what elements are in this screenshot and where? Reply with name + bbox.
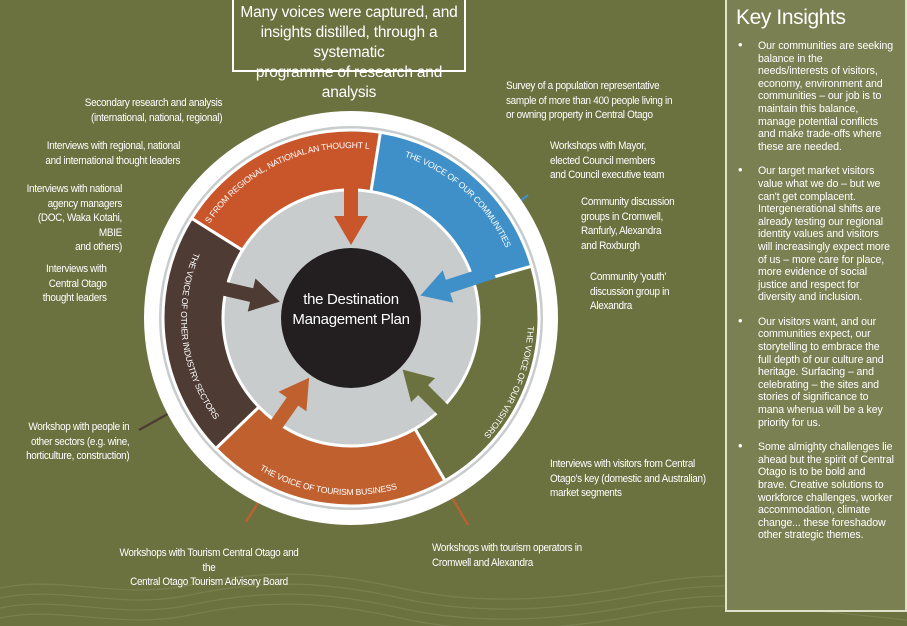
label-tco-line-2: Central Otago Tourism Advisory Board — [130, 576, 288, 588]
intro-title-line-3: programme of research and analysis — [255, 64, 443, 101]
label-survey-line-1: Survey of a population representative — [506, 80, 660, 92]
segment-5 — [161, 216, 262, 451]
insight-text: Some almighty challenges lie ahead but t… — [758, 441, 894, 542]
label-community-line-2: groups in Cromwell, — [581, 210, 664, 223]
label-central-line-1: Interviews with — [46, 263, 107, 275]
arrow-2 — [420, 264, 496, 303]
label-central-otago-interviews: Interviews with Central Otago thought le… — [43, 262, 107, 306]
key-insights-panel: Key Insights • Our communities are seekin… — [725, 0, 907, 612]
label-agency-line-2: agency managers — [47, 197, 123, 210]
label-visitor-interviews: Interviews with visitors from Central Ot… — [550, 457, 706, 501]
label-central-line-3: thought leaders — [43, 292, 107, 304]
label-agency-line-4: and others) — [75, 241, 122, 253]
label-regional-line-2: and international thought leaders — [45, 154, 180, 167]
arrow-1 — [334, 168, 368, 245]
bullet-icon: • — [738, 312, 743, 328]
label-population-survey: Survey of a population representative sa… — [506, 79, 672, 123]
bullet-icon: • — [738, 438, 743, 454]
label-community-line-3: Ranfurly, Alexandra — [581, 225, 662, 237]
insight-item: • Our visitors want, and our communities … — [736, 312, 895, 429]
bullet-icon: • — [738, 162, 743, 178]
label-community-line-1: Community discussion — [581, 196, 675, 208]
label-survey-line-2: sample of more than 400 people living in — [506, 94, 673, 107]
insight-text: Our communities are seeking balance in t… — [758, 40, 894, 153]
intro-title-line-1: Many voices were captured, and — [240, 4, 458, 21]
insight-item: • Our target market visitors value what w… — [736, 162, 895, 304]
arrow-4 — [259, 377, 310, 445]
insight-item: • Some almighty challenges lie ahead but … — [736, 438, 895, 542]
intro-title-line-2: insights distilled, through a systematic — [260, 24, 438, 61]
label-visitors-line-1: Interviews with visitors from Central — [550, 458, 695, 470]
label-other-sectors-line-1: Workshop with people in — [27, 421, 130, 433]
label-other-sectors-line-3: horticulture, construction) — [25, 450, 130, 462]
insight-item: • Our communities are seeking balance in … — [736, 37, 895, 153]
label-operators-line-1: Workshops with tourism operators in — [432, 542, 582, 554]
label-secondary-research: Secondary research and analysis (interna… — [84, 96, 223, 125]
label-visitors-line-3: market segments — [550, 487, 622, 499]
label-agency-line-3: (DOC, Waka Kotahi, MBIE — [37, 212, 122, 239]
label-other-sectors-workshop: Workshop with people in other sectors (e… — [25, 420, 130, 464]
label-central-line-2: Central Otago — [49, 277, 107, 290]
intro-title-box: Many voices were captured, and insights … — [232, 0, 466, 101]
insight-text: Our target market visitors value what we… — [758, 165, 890, 304]
label-regional-interviews: Interviews with regional, national and i… — [45, 139, 180, 168]
key-insights-heading: Key Insights — [736, 6, 846, 29]
label-mayor-line-2: elected Council members — [550, 154, 656, 167]
key-insights-list: • Our communities are seeking balance in … — [736, 37, 895, 542]
label-survey-line-3: or owning property in Central Otago — [506, 109, 653, 121]
label-mayor-workshops: Workshops with Mayor, elected Council me… — [550, 139, 664, 183]
center-line-2: Management Plan — [292, 311, 410, 328]
label-tco-line-1: Workshops with Tourism Central Otago and… — [119, 547, 299, 574]
label-regional-line-1: Interviews with regional, national — [46, 140, 181, 152]
label-visitors-line-2: Otago's key (domestic and Australian) — [550, 472, 706, 485]
label-agency-interviews: Interviews with national agency managers… — [15, 182, 123, 255]
destination-plan-label: the Destination Management Plan — [285, 290, 417, 330]
insight-text: Our visitors want, and our communities e… — [758, 315, 884, 429]
label-secondary-line-1: Secondary research and analysis — [84, 97, 223, 109]
label-youth-line-1: Community 'youth' — [590, 271, 666, 283]
label-community-line-4: and Roxburgh — [581, 239, 640, 252]
label-youth-line-3: Alexandra — [590, 300, 633, 312]
label-community-groups: Community discussion groups in Cromwell,… — [581, 195, 675, 253]
label-mayor-line-1: Workshops with Mayor, — [550, 140, 647, 152]
arrow-5 — [203, 277, 280, 312]
label-secondary-line-2: (international, national, regional) — [90, 111, 223, 124]
bullet-icon: • — [738, 37, 743, 52]
label-agency-line-1: Interviews with national — [26, 183, 123, 195]
center-line-1: the Destination — [303, 291, 399, 308]
label-mayor-line-3: and Council executive team — [550, 169, 665, 181]
center-dark-disc — [281, 248, 421, 388]
arrow-3 — [402, 369, 463, 430]
label-youth-group: Community 'youth' discussion group in Al… — [590, 270, 670, 314]
label-youth-line-2: discussion group in — [590, 285, 670, 298]
label-tco-workshops: Workshops with Tourism Central Otago and… — [113, 546, 305, 590]
label-other-sectors-line-2: other sectors (e.g. wine, — [30, 435, 130, 448]
label-operators-line-2: Cromwell and Alexandra — [432, 556, 533, 569]
label-operator-workshops: Workshops with tourism operators in Crom… — [432, 541, 582, 570]
